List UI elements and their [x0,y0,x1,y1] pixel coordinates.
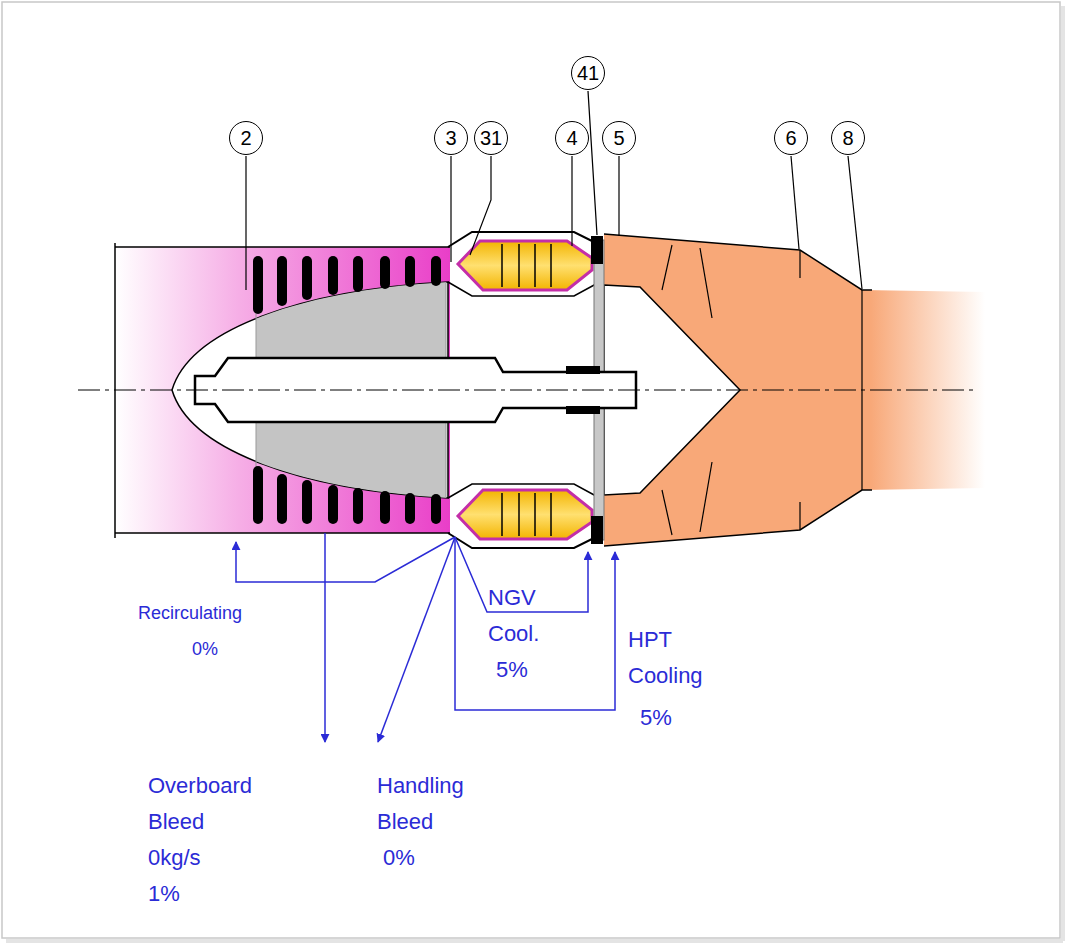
bleed-label: Overboard Bleed [148,768,252,840]
bleed-label: 1% [148,876,180,912]
station-number: 6 [774,121,808,155]
bleed-label: 0kg/s [148,840,201,876]
station-number: 8 [831,121,865,155]
station-number: 2 [229,121,263,155]
bleed-label: Handling Bleed [377,768,464,840]
station-number: 41 [571,56,605,90]
station-number: 4 [555,121,589,155]
bleed-label: HPT Cooling [628,622,703,694]
station-number: 5 [602,121,636,155]
bleed-label: 0% [192,634,218,664]
bleed-label: 5% [496,652,528,688]
bleed-label: Recirculating [138,598,242,628]
station-label: 6 [785,128,796,148]
station-label: 41 [577,63,599,83]
bleed-label: 0% [383,840,415,876]
station-label: 3 [445,128,456,148]
station-number: 31 [474,121,508,155]
station-label: 2 [240,128,251,148]
station-label: 4 [566,128,577,148]
station-label: 31 [480,128,502,148]
bleed-label: NGV Cool. [488,580,539,652]
station-label: 8 [842,128,853,148]
bleed-label: 5% [640,700,672,736]
station-number: 3 [434,121,468,155]
station-label: 5 [613,128,624,148]
